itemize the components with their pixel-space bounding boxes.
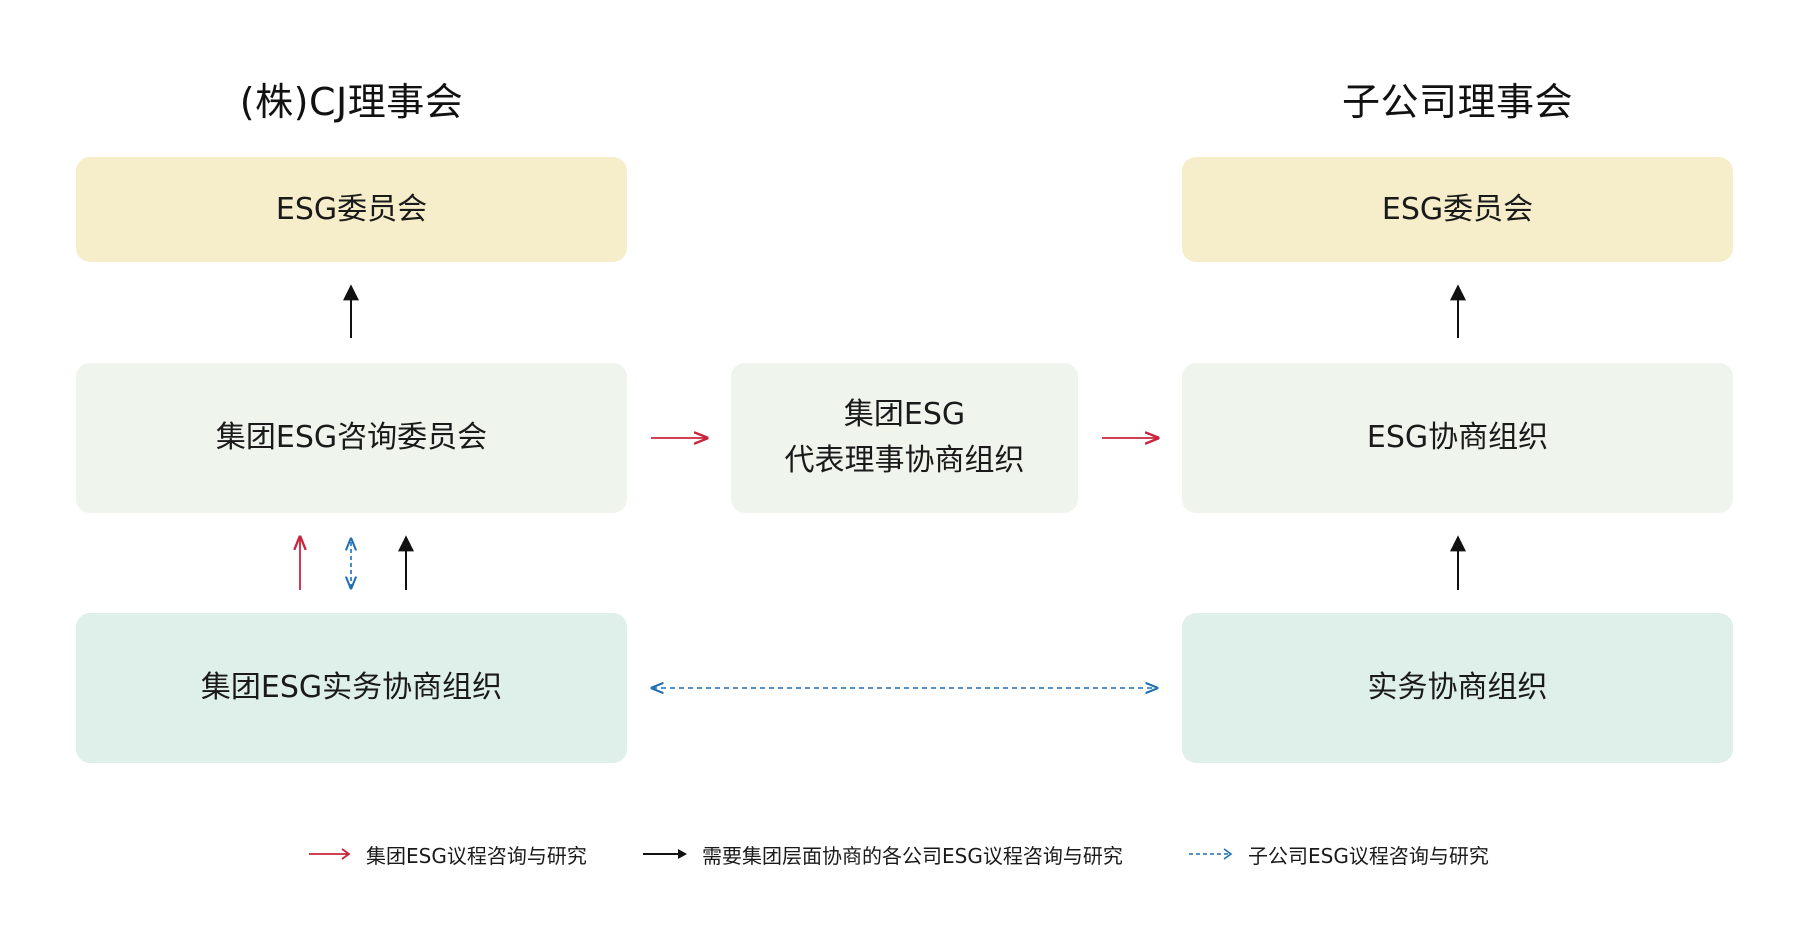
subsidiary-practice-council-box: 实务协商组织 — [1182, 613, 1733, 763]
cj-esg-committee-box: ESG委员会 — [76, 157, 627, 262]
subsidiary-board-title: 子公司理事会 — [1341, 80, 1573, 124]
legend-blue-dashed-arrow-icon — [1189, 848, 1233, 860]
legend-red-label: 集团ESG议程咨询与研究 — [366, 843, 587, 868]
group-esg-advisory-committee-label: 集团ESG咨询委员会 — [215, 420, 488, 455]
legend-red-arrow-icon — [309, 848, 351, 860]
group-esg-representative-council-label-line1: 集团ESG — [843, 397, 966, 432]
subsidiary-practice-council-label: 实务协商组织 — [1367, 670, 1548, 705]
legend-black-label: 需要集团层面协商的各公司ESG议程咨询与研究 — [702, 843, 1123, 868]
legend-blue-dashed-label: 子公司ESG议程咨询与研究 — [1248, 843, 1489, 868]
cj-board-title: (株)CJ理事会 — [239, 80, 464, 124]
group-esg-representative-council-box: 集团ESG 代表理事协商组织 — [731, 363, 1078, 513]
legend-item-blue-dashed: 子公司ESG议程咨询与研究 — [1188, 838, 1489, 870]
subsidiary-esg-consultation-box: ESG协商组织 — [1182, 363, 1733, 513]
group-esg-practice-council-label: 集团ESG实务协商组织 — [200, 670, 503, 705]
subsidiary-esg-committee-box: ESG委员会 — [1182, 157, 1733, 262]
group-esg-representative-council-label-line2: 代表理事协商组织 — [784, 443, 1025, 478]
subsidiary-esg-consultation-label: ESG协商组织 — [1366, 420, 1549, 455]
legend-item-red: 集团ESG议程咨询与研究 — [308, 838, 587, 870]
legend-black-arrow-icon — [643, 849, 687, 859]
legend-item-black: 需要集团层面协商的各公司ESG议程咨询与研究 — [642, 838, 1123, 870]
subsidiary-esg-committee-label: ESG委员会 — [1381, 191, 1534, 227]
cj-esg-committee-label: ESG委员会 — [275, 191, 428, 227]
group-esg-advisory-committee-box: 集团ESG咨询委员会 — [76, 363, 627, 513]
group-esg-practice-council-box: 集团ESG实务协商组织 — [76, 613, 627, 763]
